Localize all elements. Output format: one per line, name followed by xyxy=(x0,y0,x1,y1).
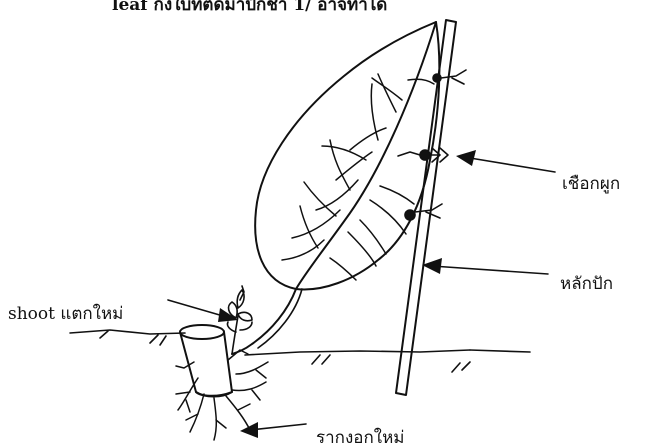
leaf-veins xyxy=(282,74,434,280)
label-new-roots: รากงอกใหม่ xyxy=(316,424,405,448)
leader-arrows xyxy=(168,158,555,430)
cut-stem xyxy=(180,325,232,397)
stake xyxy=(396,20,456,395)
top-caption: leaf กิ่งใบที่ตัดมาปักชำ 1/ อาจทำได้ xyxy=(112,0,387,18)
ground-line xyxy=(70,330,530,372)
label-new-shoot: shoot แตกใหม่ xyxy=(8,300,123,327)
label-tie-string: เชือกผูก xyxy=(562,170,620,197)
leaf-blade xyxy=(255,22,439,289)
label-stake: หลักปัก xyxy=(560,270,613,297)
